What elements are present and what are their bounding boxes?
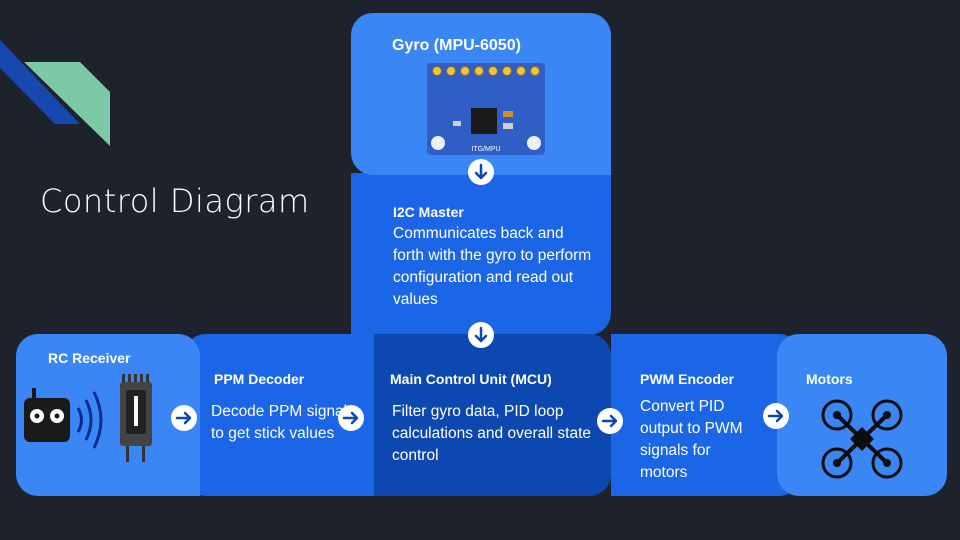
gyro-board-icon: ITG/MPU [427,63,545,155]
rc-receiver-block: RC Receiver [16,334,200,496]
arrow-gyro-to-i2c-icon [468,159,494,185]
arrow-mcu-to-pwm-icon [597,408,623,434]
mcu-description: Filter gyro data, PID loop calculations … [392,403,592,464]
ppm-decoder-description: Decode PPM signal to get stick values [211,403,348,442]
pwm-encoder-description: Convert PID output to PWM signals for mo… [640,398,743,481]
page-title: Control Diagram [40,182,310,220]
ppm-decoder-heading: PPM Decoder [214,371,305,387]
i2c-master-description: Communicates back and forth with the gyr… [393,225,592,308]
arrow-rc-to-ppm-icon [171,405,197,431]
rc-transmitter-icon [24,388,103,449]
gyro-block: Gyro (MPU-6050) ITG/MPU [351,13,611,175]
mcu-block: Main Control Unit (MCU) Filter gyro data… [351,334,611,496]
gyro-heading: Gyro (MPU-6050) [392,37,521,54]
i2c-master-heading: I2C Master [393,204,464,220]
gyro-board-label: ITG/MPU [471,146,500,153]
pwm-encoder-heading: PWM Encoder [640,371,735,387]
rc-receiver-heading: RC Receiver [48,350,131,366]
arrow-ppm-to-mcu-icon [338,405,364,431]
arrow-pwm-to-motors-icon [763,403,789,429]
quadcopter-icon [821,399,903,479]
corner-decoration [0,40,110,146]
motors-heading: Motors [806,371,853,387]
arrow-i2c-to-mcu-icon [468,322,494,348]
i2c-master-block: I2C Master Communicates back and forth w… [351,173,611,335]
receiver-module-icon [120,374,152,462]
mcu-heading: Main Control Unit (MCU) [390,371,552,387]
motors-block: Motors [777,334,947,496]
